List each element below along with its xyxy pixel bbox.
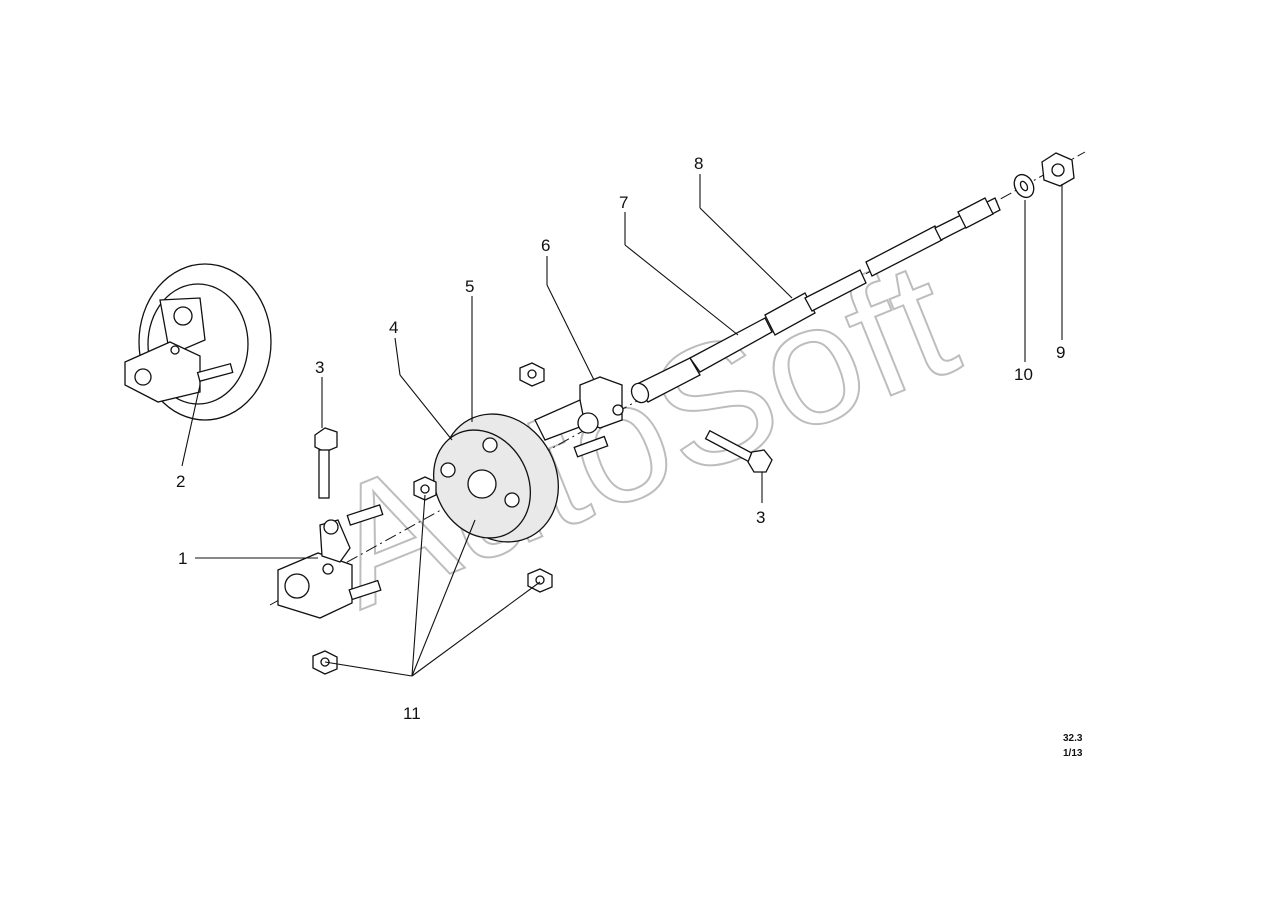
reference-code-top: 32.3	[1063, 733, 1083, 744]
part-3-bolt-right	[704, 429, 773, 473]
leader-lines	[181, 174, 1063, 677]
callout-4: 4	[389, 318, 398, 337]
nut-left	[413, 476, 437, 501]
part-9-nut	[1041, 152, 1075, 187]
callout-10: 10	[1014, 365, 1033, 384]
callout-3-left: 3	[315, 358, 324, 377]
part-2-bell-housing	[124, 263, 272, 421]
callout-11: 11	[403, 704, 421, 723]
part-7-8-steering-shaft	[630, 197, 1001, 404]
callout-7: 7	[619, 193, 628, 212]
watermark: AutoSoft	[303, 224, 979, 644]
part-5-flexible-disc	[432, 413, 560, 543]
callout-8: 8	[694, 154, 703, 173]
callout-3-right: 3	[756, 508, 765, 527]
callout-1: 1	[178, 549, 187, 568]
callout-5: 5	[465, 277, 474, 296]
part-6-coupling-yoke	[534, 376, 624, 458]
part-10-washer	[1013, 173, 1035, 199]
callout-2: 2	[176, 472, 185, 491]
part-3-bolt-left	[314, 427, 338, 499]
nut-upper	[519, 362, 545, 387]
callout-9: 9	[1056, 343, 1065, 362]
part-1-flange-yoke	[277, 504, 384, 619]
callout-6: 6	[541, 236, 550, 255]
reference-code-bottom: 1/13	[1063, 748, 1083, 759]
